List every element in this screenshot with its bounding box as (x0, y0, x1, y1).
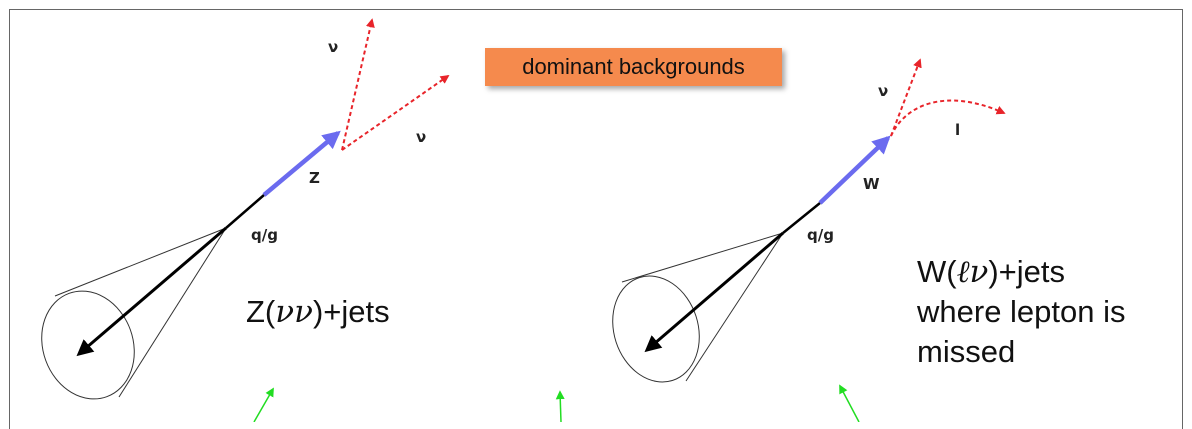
pointer-arrow-right (839, 384, 860, 422)
left-jet-cone-base (41, 290, 135, 400)
right-parton-line (782, 202, 821, 234)
right-neutrino-arrow (890, 58, 922, 137)
right-jet-cone-edge-top (621, 232, 784, 283)
right-boson-label: W (863, 175, 880, 193)
right-lepton-label: l (955, 121, 960, 139)
right-process-caption-line2: where lepton is (916, 294, 1126, 329)
left-neutrino-arrow-top (341, 18, 375, 151)
pointer-arrow-middle (555, 390, 565, 422)
left-z-boson-arrow (262, 130, 341, 197)
right-nu-label: ν (878, 82, 888, 100)
right-process-caption-line3: missed (917, 334, 1015, 369)
right-jet-arrow (644, 231, 784, 353)
left-jet-cone-edge-bottom (118, 227, 227, 398)
left-parton-label: q/g (251, 226, 278, 244)
left-nu-label-top: ν (328, 38, 338, 56)
left-parton-line (225, 194, 265, 229)
left-process-caption: Z(νν)+jets (246, 294, 390, 330)
pointer-arrows (253, 384, 860, 422)
left-boson-label: Z (309, 169, 320, 187)
right-jet-cone-base (612, 275, 700, 383)
right-feynman-diagram: ν l W q/g W(ℓν)+jets where lepton is mis… (612, 58, 1126, 383)
pointer-arrow-left (253, 387, 274, 422)
left-jet-arrow (76, 226, 227, 357)
slide-frame (9, 9, 1183, 429)
left-feynman-diagram: ν ν Z q/g Z(νν)+jets (41, 18, 450, 400)
left-jet-cone-edge-top (54, 227, 227, 297)
right-parton-label: q/g (807, 226, 834, 244)
right-process-caption-line1: W(ℓν)+jets (917, 254, 1065, 290)
dominant-backgrounds-banner: dominant backgrounds (485, 48, 782, 86)
right-w-boson-arrow (818, 135, 891, 205)
left-neutrino-arrow-right (341, 74, 450, 151)
right-jet-cone-edge-bottom (685, 232, 784, 382)
left-nu-label-right: ν (416, 128, 426, 146)
right-lepton-arrow (890, 99, 1006, 137)
